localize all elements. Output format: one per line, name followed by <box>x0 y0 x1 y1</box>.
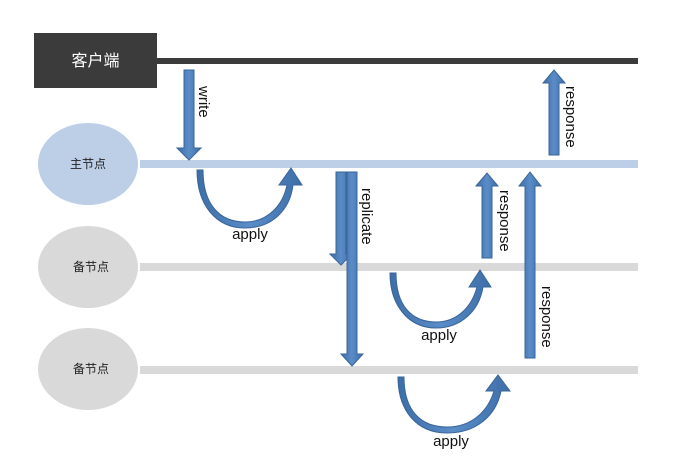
replicate-arrow-to-secondary2 <box>339 171 365 367</box>
response-client-label: response <box>562 86 579 148</box>
response-secondary1-arrow: response <box>474 172 513 259</box>
secondary-node-1: 备节点 <box>38 226 138 308</box>
write-arrow-shape <box>175 69 203 161</box>
secondary2-lifeline <box>140 366 638 374</box>
apply-secondary1-curve <box>389 269 492 329</box>
write-arrow: write <box>175 69 212 161</box>
apply-secondary2-label: apply <box>433 433 469 450</box>
primary-lifeline <box>140 160 638 168</box>
response-client-arrow: response <box>541 69 579 156</box>
response-secondary2-shape <box>517 171 543 359</box>
secondary1-lifeline <box>140 263 638 271</box>
apply-secondary2-curve <box>397 374 511 434</box>
apply-secondary1-label: apply <box>421 327 457 344</box>
secondary-node-1-label: 备节点 <box>73 260 109 274</box>
apply-primary-label: apply <box>232 226 268 243</box>
secondary-node-2-ellipse <box>38 328 138 410</box>
client-actor: 客户端 <box>34 33 157 88</box>
secondary-node-1-ellipse <box>38 226 138 308</box>
secondary-node-2: 备节点 <box>38 328 138 410</box>
secondary-node-2-label: 备节点 <box>73 362 109 376</box>
replicate-label: replicate <box>358 188 375 245</box>
client-label: 客户端 <box>71 51 119 70</box>
apply-secondary2-arrow: apply <box>397 374 511 450</box>
primary-node-ellipse <box>38 123 138 205</box>
response-client-shape <box>541 69 567 156</box>
replicate-arrows: replicate <box>328 171 375 367</box>
response-secondary1-shape <box>474 172 500 259</box>
client-lifeline <box>150 58 638 64</box>
response-secondary2-arrow: response <box>517 171 555 359</box>
response-secondary1-label: response <box>496 190 513 252</box>
client-box <box>34 33 157 88</box>
primary-node-label: 主节点 <box>70 157 106 171</box>
apply-secondary1-arrow: apply <box>389 269 492 344</box>
primary-node: 主节点 <box>38 123 138 205</box>
response-secondary2-label: response <box>538 286 555 348</box>
apply-primary-curve <box>196 167 303 229</box>
apply-primary-arrow: apply <box>196 167 303 243</box>
write-label: write <box>195 85 212 118</box>
